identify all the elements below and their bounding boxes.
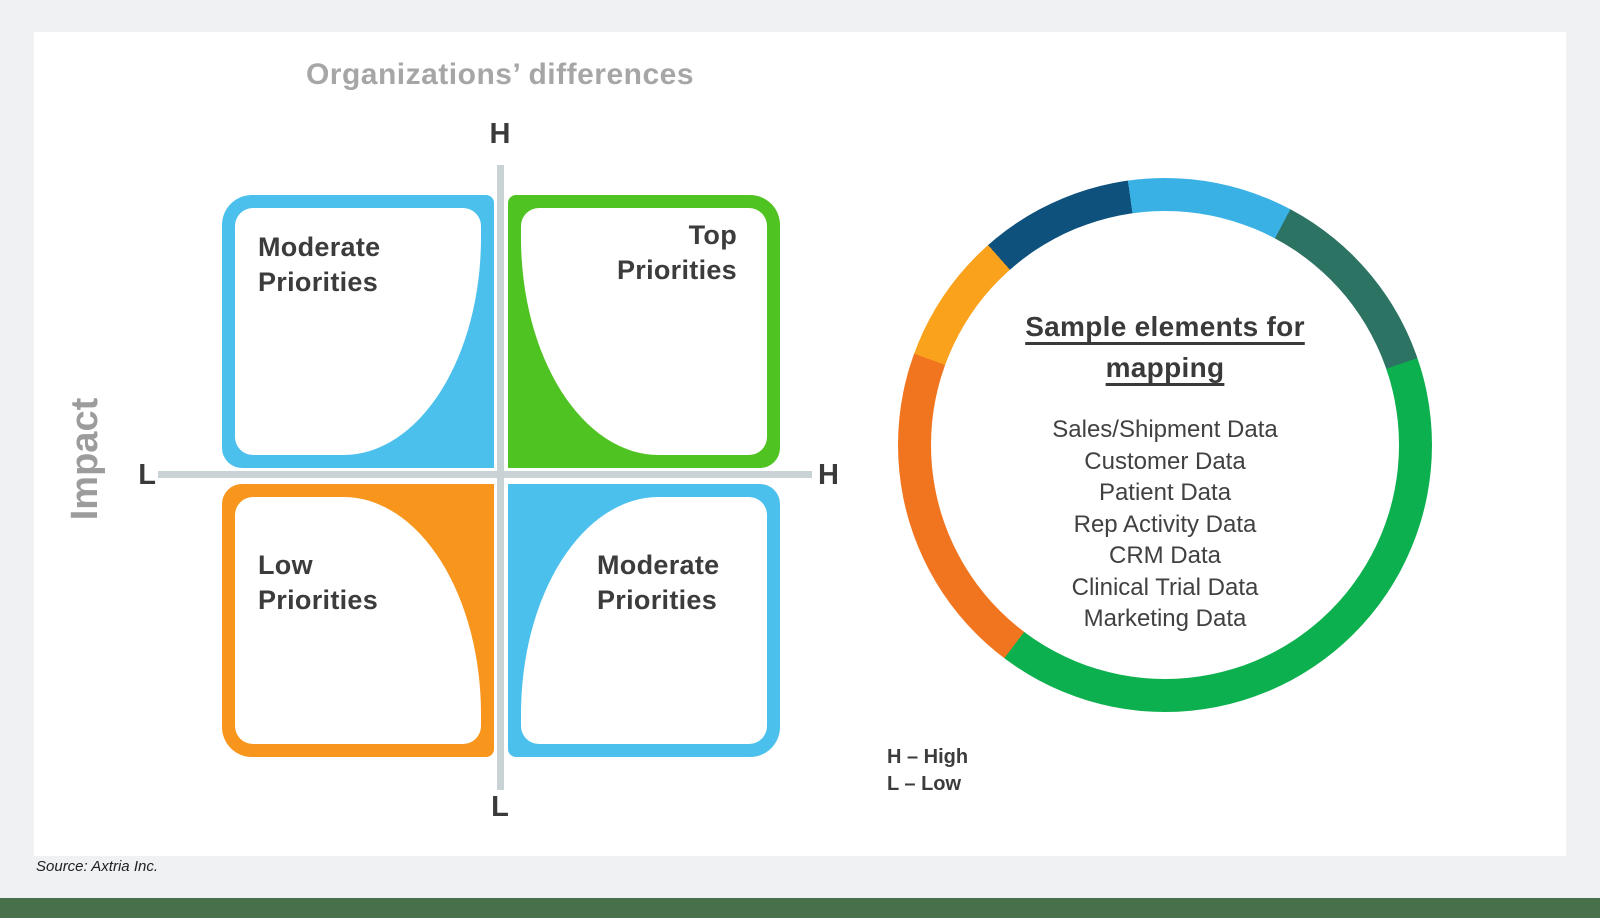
axis-tick-top-high: H: [489, 118, 511, 150]
axis-tick-left-low: L: [138, 459, 156, 491]
bottom-accent-bar: [0, 898, 1600, 918]
quadrant-bottom-left: [222, 484, 494, 757]
quadrant-label-top-priorities: Top Priorities: [537, 218, 737, 288]
ring-item: Clinical Trial Data: [1071, 573, 1259, 601]
legend-line-high: H – High: [887, 746, 969, 768]
quadrant-bottom-right-inner: [521, 497, 767, 744]
quadrant-label-line: Low: [258, 550, 313, 580]
high-low-legend: H – High L – Low: [887, 744, 968, 798]
quadrant-bottom-right: [508, 484, 780, 757]
ring-item: Customer Data: [1084, 447, 1246, 475]
quadrant-label-line: Top: [688, 220, 737, 250]
ring-heading-line: mapping: [1105, 352, 1225, 383]
horizontal-axis-line: [158, 471, 812, 478]
axis-tick-right-high: H: [818, 459, 839, 491]
quadrant-label-low-priorities: Low Priorities: [258, 548, 378, 618]
quadrant-bottom-left-inner: [235, 497, 481, 744]
quadrant-label-moderate-bottom: Moderate Priorities: [597, 548, 719, 618]
quadrant-label-line: Priorities: [597, 585, 718, 615]
ring-item: Marketing Data: [1083, 605, 1247, 632]
quadrant-top-left: [222, 195, 494, 468]
legend-line-low: L – Low: [887, 773, 962, 795]
ring-item: Sales/Shipment Data: [1052, 416, 1278, 443]
quadrant-label-line: Priorities: [616, 255, 737, 285]
segmented-ring-chart: [898, 178, 1432, 712]
ring-item: Patient Data: [1098, 479, 1232, 506]
ring-inner-hole: [931, 211, 1399, 679]
matrix-title: Organizations’ differences: [305, 58, 695, 91]
y-axis-label: Impact: [64, 397, 106, 521]
ring-heading-line: Sample elements for: [1025, 311, 1305, 342]
quadrant-label-line: Moderate: [597, 550, 720, 580]
quadrant-top-right: [508, 195, 780, 468]
source-note: Source: Axtria Inc.: [36, 858, 158, 875]
ring-heading: Sample elements for mapping: [940, 306, 1390, 388]
quadrant-label-line: Priorities: [258, 267, 379, 297]
quadrant-label-moderate-top: Moderate Priorities: [258, 230, 380, 300]
axis-tick-bottom-low: L: [491, 791, 509, 823]
ring-item: Rep Activity Data: [1073, 510, 1257, 538]
quadrant-label-line: Moderate: [258, 232, 381, 262]
ring-item: CRM Data: [1108, 542, 1222, 569]
quadrant-label-line: Priorities: [258, 585, 379, 615]
ring-item-list: Sales/Shipment Data Customer Data Patien…: [965, 414, 1365, 635]
